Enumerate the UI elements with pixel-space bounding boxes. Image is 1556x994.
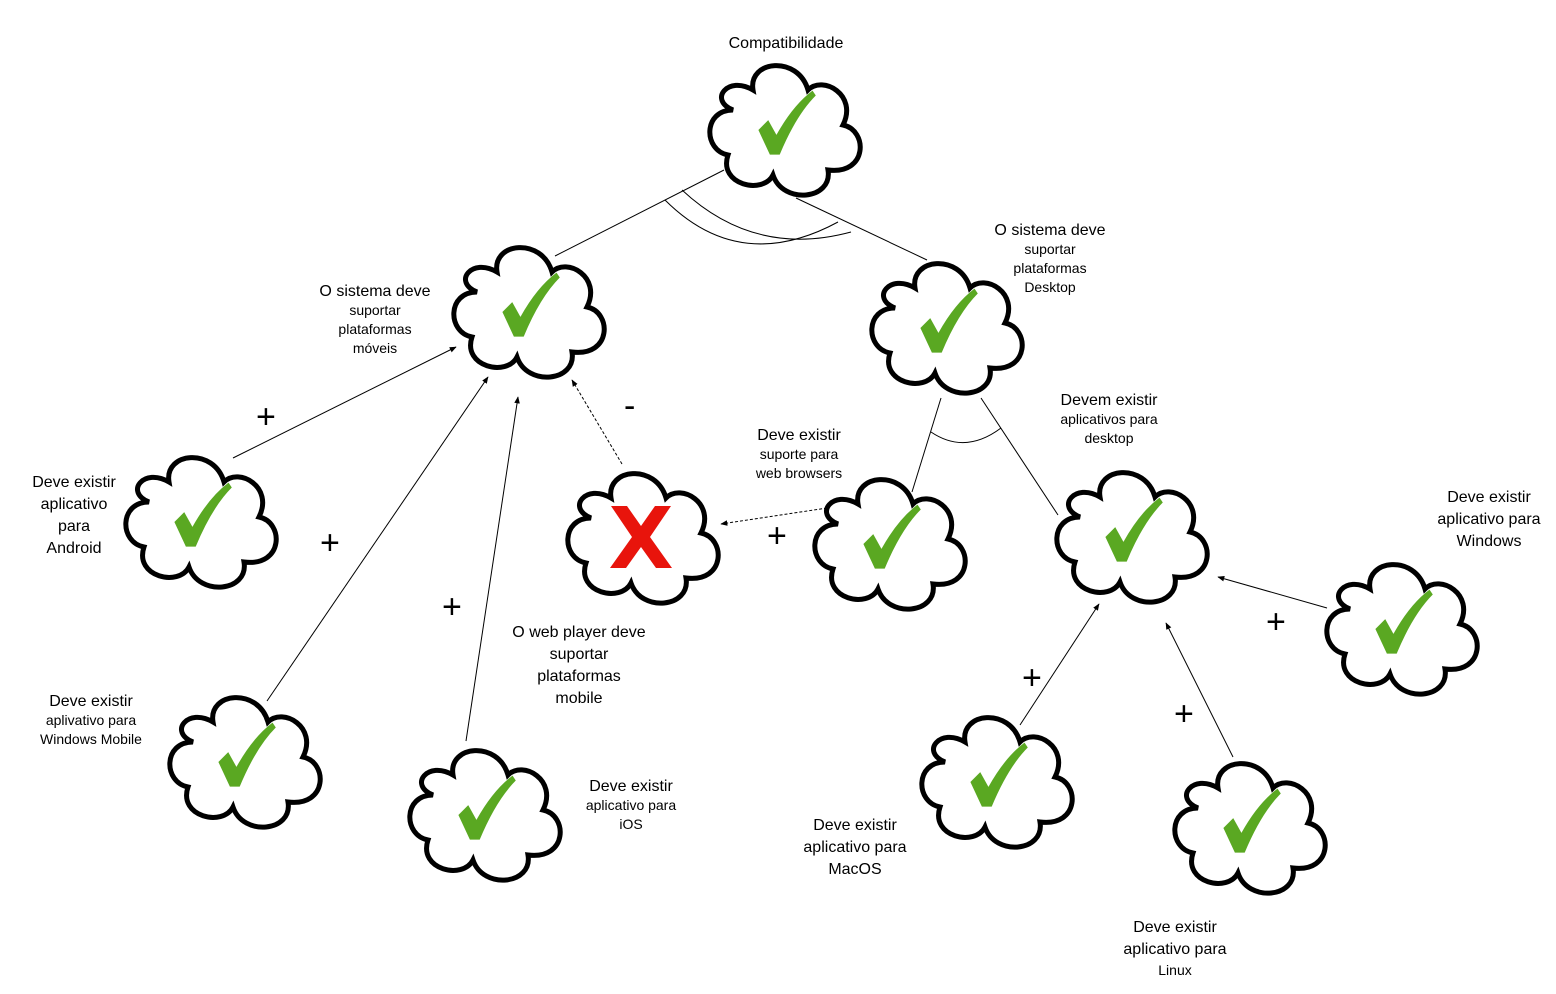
goal-desktopapps[interactable] <box>1057 473 1207 603</box>
label-desktop-line-3: plataformas <box>1013 260 1087 276</box>
label-ios-line-3: iOS <box>619 816 643 832</box>
label-webplayer-line-4: mobile <box>555 690 603 707</box>
and-link-root-mobile <box>554 169 725 257</box>
goal-webbrowsers[interactable] <box>815 480 965 610</box>
label-linux-line-3: Linux <box>1158 962 1192 978</box>
contribution-sign-ios-mobile: + <box>442 588 462 626</box>
contribution-link-webbrowsers-webplayer <box>720 507 828 526</box>
contribution-sign-webplayer-mobile: - <box>624 387 636 425</box>
contribution-sign-android-mobile: + <box>256 398 276 436</box>
label-root: Compatibilidade <box>706 34 866 53</box>
label-desktop-line-1: O sistema deve <box>994 222 1106 239</box>
contribution-sign-webbrowsers-webplayer: + <box>767 517 787 555</box>
label-desktopapps-line-1: Devem existir <box>1060 392 1158 409</box>
and-link-root-desktop <box>795 197 928 261</box>
label-mobile-line-4: móveis <box>352 340 398 356</box>
label-windows: Deve existir aplicativo para Windows <box>1414 487 1556 553</box>
label-webbrowsers: Deve existir suporte para web browsers <box>734 426 864 483</box>
label-windows-line-3: Windows <box>1456 533 1522 550</box>
label-macos-line-2: aplicativo para <box>803 839 907 856</box>
label-winmobile-line-1: Deve existir <box>49 693 133 710</box>
label-android: Deve existir aplicativo para Android <box>14 472 134 560</box>
label-desktop-line-4: Desktop <box>1024 279 1076 295</box>
label-macos: Deve existir aplicativo para MacOS <box>790 815 920 881</box>
label-winmobile-line-2: aplivativo para <box>45 712 137 728</box>
label-linux-line-1: Deve existir <box>1133 919 1217 936</box>
label-windows-line-1: Deve existir <box>1447 489 1531 506</box>
label-ios-line-2: aplicativo para <box>585 797 677 813</box>
label-linux-line-2: aplicativo para <box>1123 941 1227 958</box>
and-arc-desktop <box>930 427 1002 444</box>
label-winmobile: Deve existir aplivativo para Windows Mob… <box>16 692 166 749</box>
goal-webplayer[interactable] <box>568 474 718 604</box>
contribution-sign-macos-desktopapps: + <box>1022 659 1042 697</box>
label-desktopapps: Devem existir aplicativos para desktop <box>1039 391 1179 448</box>
cross-icon <box>610 506 672 568</box>
label-winmobile-line-3: Windows Mobile <box>40 731 142 747</box>
goal-root[interactable] <box>710 66 860 196</box>
label-ios: Deve existir aplicativo para iOS <box>566 777 696 834</box>
contribution-link-android-mobile <box>232 346 457 459</box>
label-webplayer-line-3: plataformas <box>537 668 621 685</box>
label-webplayer-line-1: O web player deve <box>512 624 646 641</box>
contribution-link-macos-desktopapps <box>1019 603 1100 726</box>
label-mobile-line-1: O sistema deve <box>319 283 431 300</box>
contribution-sign-windows-desktopapps: + <box>1266 603 1286 641</box>
goal-winmobile[interactable] <box>170 698 320 828</box>
label-android-line-2: aplicativo <box>40 496 108 513</box>
label-desktop-line-2: suportar <box>1024 241 1076 257</box>
goal-windows[interactable] <box>1327 565 1477 695</box>
and-decomposition-desktop <box>911 397 1059 516</box>
and-arc-inner <box>681 189 852 240</box>
label-android-line-1: Deve existir <box>32 474 116 491</box>
contribution-link-linux-desktopapps <box>1165 622 1234 758</box>
goal-linux[interactable] <box>1175 764 1325 894</box>
contribution-link-winmobile-mobile <box>266 376 489 702</box>
contribution-link-windows-desktopapps <box>1217 576 1328 609</box>
and-link-desktop-webbrowsers <box>911 397 942 493</box>
label-root-line-1: Compatibilidade <box>728 35 844 52</box>
contribution-link-webplayer-mobile <box>571 379 623 465</box>
label-webbrowsers-line-2: suporte para <box>759 446 839 462</box>
label-ios-line-1: Deve existir <box>589 778 673 795</box>
contribution-sign-winmobile-mobile: + <box>320 524 340 562</box>
label-windows-line-2: aplicativo para <box>1437 511 1541 528</box>
contribution-sign-linux-desktopapps: + <box>1174 695 1194 733</box>
goal-ios[interactable] <box>410 751 560 881</box>
label-macos-line-1: Deve existir <box>813 817 897 834</box>
label-mobile: O sistema deve suportar plataformas móve… <box>300 282 450 358</box>
label-webbrowsers-line-1: Deve existir <box>757 427 841 444</box>
label-webbrowsers-line-3: web browsers <box>755 465 843 481</box>
label-webplayer: O web player deve suportar plataformas m… <box>494 622 664 710</box>
goal-mobile[interactable] <box>454 248 604 378</box>
label-linux: Deve existir aplicativo para Linux <box>1106 917 1244 980</box>
and-arc-outer <box>664 199 839 245</box>
label-webplayer-line-2: suportar <box>549 646 609 663</box>
label-macos-line-3: MacOS <box>828 861 882 878</box>
goal-macos[interactable] <box>922 718 1072 848</box>
contribution-link-ios-mobile <box>465 396 520 742</box>
and-link-desktop-desktopapps <box>980 397 1059 516</box>
label-desktopapps-line-2: aplicativos para <box>1060 411 1158 427</box>
label-desktop: O sistema deve suportar plataformas Desk… <box>975 221 1125 297</box>
and-decomposition-root <box>554 169 928 261</box>
label-android-line-4: Android <box>46 540 102 557</box>
goal-android[interactable] <box>126 458 276 588</box>
label-android-line-3: para <box>57 518 91 535</box>
label-desktopapps-line-3: desktop <box>1084 430 1134 446</box>
label-mobile-line-3: plataformas <box>338 321 412 337</box>
label-mobile-line-2: suportar <box>349 302 401 318</box>
